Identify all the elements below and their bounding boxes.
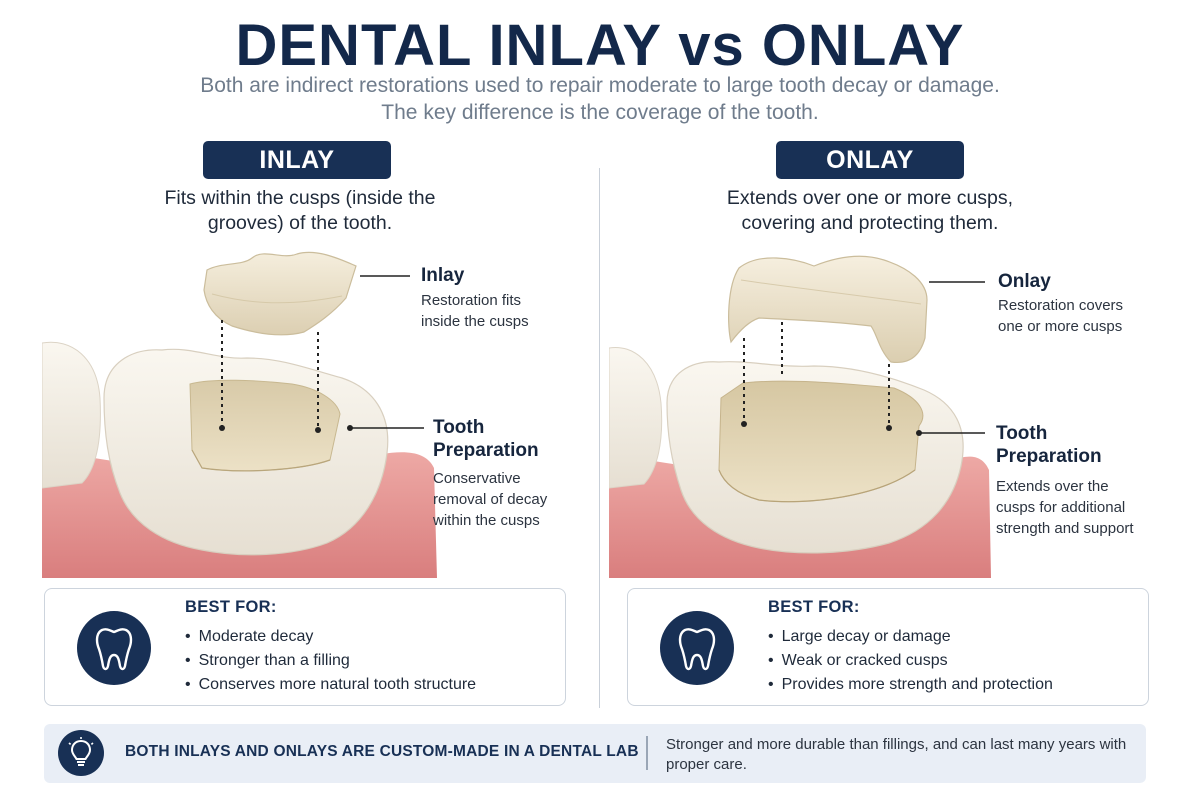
onlay-best-for-list: Large decay or damage Weak or cracked cu… [768,625,1053,697]
onlay-callout-title: Onlay [998,271,1051,292]
column-divider [599,168,600,708]
list-item: Conserves more natural tooth structure [185,673,476,697]
onlay-prep-desc-line-3: strength and support [996,520,1134,537]
onlay-description-line-1: Extends over one or more cusps, [726,187,1014,209]
inlay-callout-desc: Restoration fits inside the cusps [421,290,529,332]
inlay-callout-desc-line-1: Restoration fits [421,292,522,309]
onlay-prep-desc-line-1: Extends over the [996,478,1109,495]
inlay-callout-desc-line-2: inside the cusps [421,313,529,330]
inlay-prep-desc: Conservative removal of decay within the… [433,468,547,531]
inlay-prep-title-line-1: Tooth [433,417,485,438]
onlay-callout-desc: Restoration covers one or more cusps [998,295,1123,337]
inlay-heading-pill: INLAY [203,141,391,179]
footer-icon-badge [58,730,104,776]
inlay-tooth-icon-badge [77,611,151,685]
onlay-prep-desc-line-2: cusps for additional [996,499,1126,516]
inlay-description-line-1: Fits within the cusps (inside the [164,187,436,209]
inlay-best-for-list: Moderate decay Stronger than a filling C… [185,625,476,697]
subtitle-line-2: The key difference is the coverage of th… [381,101,819,124]
inlay-callout-title: Inlay [421,265,465,286]
inlay-best-for-title: BEST FOR: [185,598,277,616]
page-title: DENTAL INLAY vs ONLAY [235,13,965,78]
footer-note: Stronger and more durable than fillings,… [666,736,1127,773]
onlay-prep-desc: Extends over the cusps for additional st… [996,476,1134,539]
list-item: Moderate decay [185,625,476,649]
onlay-best-for-box: BEST FOR: Large decay or damage Weak or … [627,588,1149,706]
inlay-prep-title: Tooth Preparation [433,416,539,462]
inlay-best-for-box: BEST FOR: Moderate decay Stronger than a… [44,588,566,706]
list-item: Weak or cracked cusps [768,649,1053,673]
onlay-heading-pill: ONLAY [776,141,964,179]
tooth-icon [678,628,716,671]
list-item: Large decay or damage [768,625,1053,649]
onlay-description-line-2: covering and protecting them. [741,212,999,234]
onlay-best-for-title: BEST FOR: [768,598,860,616]
list-item: Stronger than a filling [185,649,476,673]
neighbor-tooth [42,341,101,489]
inlay-tooth-illustration [42,251,437,578]
inlay-description: Fits within the cusps (inside the groove… [95,186,505,236]
onlay-prep-title-line-1: Tooth [996,423,1048,444]
onlay-tooth-icon-badge [660,611,734,685]
footer-banner: BOTH INLAYS AND ONLAYS ARE CUSTOM-MADE I… [44,724,1146,783]
list-item: Provides more strength and protection [768,673,1053,697]
neighbor-tooth [609,346,663,489]
inlay-prep-desc-line-2: removal of decay [433,491,548,508]
footer-main-text: BOTH INLAYS AND ONLAYS ARE CUSTOM-MADE I… [125,743,639,760]
onlay-prep-title-line-2: Preparation [996,446,1102,467]
subtitle-line-1: Both are indirect restorations used to r… [200,74,1000,97]
onlay-callout-desc-line-2: one or more cusps [998,318,1123,335]
onlay-tooth-illustration [609,255,991,578]
inlay-description-line-2: grooves) of the tooth. [207,212,393,234]
inlay-piece [203,251,357,336]
footer-separator [646,736,648,770]
lightbulb-icon [68,737,94,766]
onlay-callout-desc-line-1: Restoration covers [998,297,1124,314]
page-subtitle: Both are indirect restorations used to r… [0,72,1200,126]
inlay-prep-title-line-2: Preparation [433,440,539,461]
inlay-prep-desc-line-3: within the cusps [433,512,540,529]
onlay-description: Extends over one or more cusps, covering… [665,186,1075,236]
onlay-prep-title: Tooth Preparation [996,422,1102,468]
onlay-piece [728,255,928,364]
tooth-icon [95,628,133,671]
inlay-prep-desc-line-1: Conservative [433,470,521,487]
